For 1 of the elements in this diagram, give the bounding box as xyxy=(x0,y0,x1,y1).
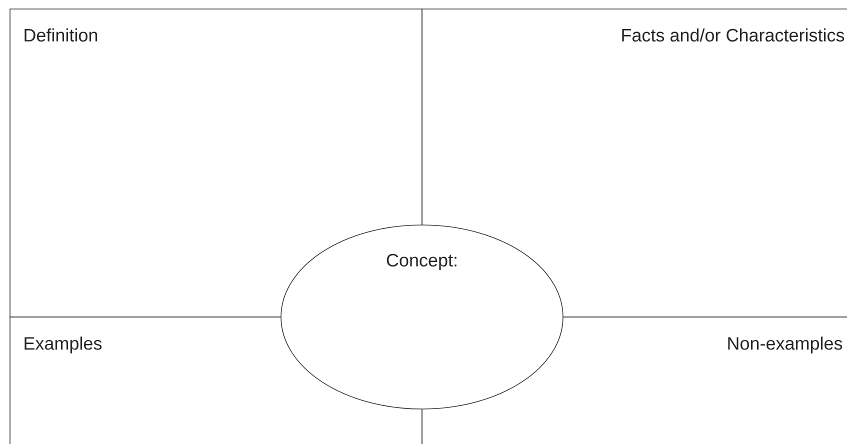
concept-oval: Concept: xyxy=(280,224,564,410)
